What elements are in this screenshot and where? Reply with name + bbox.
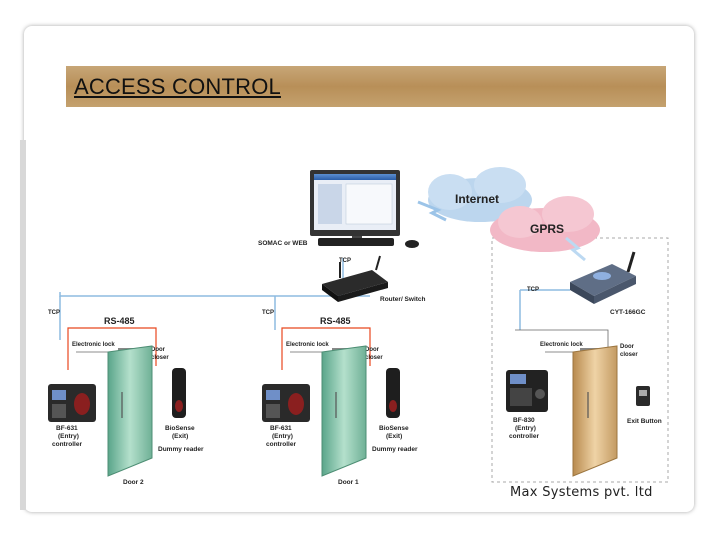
door-2 (107, 345, 153, 477)
rs485-label-door2: RS-485 (104, 316, 135, 326)
bf631-label: (Entry) (272, 433, 293, 440)
bf830-label: (Entry) (515, 425, 536, 432)
door2-label: Door 2 (123, 479, 144, 486)
tcp-label-door1: TCP (262, 310, 274, 316)
link-arrow-icon (417, 200, 447, 222)
rs485-line (67, 327, 157, 370)
biosense-label: Dummy reader (372, 446, 418, 453)
footer-company: Max Systems pvt. ltd (510, 485, 653, 500)
exit-button-label: Exit Button (627, 418, 662, 425)
bf631-label: BF-631 (56, 425, 78, 432)
rs485-line (281, 327, 371, 370)
cyt-label: CYT-166GC (610, 309, 646, 316)
bf830-controller (506, 370, 548, 412)
bf830-label: controller (509, 433, 539, 440)
tcp-label-door2: TCP (48, 310, 60, 316)
router-switch (322, 255, 388, 302)
elock-label-door2: Electronic lock (72, 342, 115, 348)
tcp-label-router: TCP (339, 258, 351, 264)
bf631-controller (48, 384, 96, 422)
rs485-label-door1: RS-485 (320, 316, 351, 326)
slide-title: ACCESS CONTROL (74, 74, 281, 99)
door-closer-label: Door (620, 344, 635, 350)
biosense-label: Dummy reader (158, 446, 204, 453)
link-arrow-icon (565, 236, 586, 262)
gprs-cloud (490, 196, 600, 252)
door-closer-label: closer (151, 355, 169, 361)
somac-label: SOMAC or WEB (258, 240, 308, 247)
bf631-label: controller (52, 441, 82, 448)
elock-label-gprs: Electronic lock (540, 342, 583, 348)
door1-label: Door 1 (338, 479, 359, 486)
elock-label-door1: Electronic lock (286, 342, 329, 348)
slide-edge-bar (20, 140, 26, 510)
bf830-label: BF-830 (513, 417, 535, 424)
door-closer-label: closer (620, 352, 638, 358)
computer-monitor (310, 170, 419, 248)
exit-button (636, 386, 650, 406)
tcp-label-gprs: TCP (527, 287, 539, 293)
biosense-reader (172, 368, 186, 418)
internet-label: Internet (455, 192, 499, 206)
router-label: Router/ Switch (380, 296, 426, 303)
door-gprs (572, 345, 618, 477)
biosense-label: BioSense (165, 425, 195, 432)
biosense-label: BioSense (379, 425, 409, 432)
title-band: ACCESS CONTROL (66, 66, 666, 107)
bf631-controller (262, 384, 310, 422)
gprs-label: GPRS (530, 222, 564, 236)
biosense-label: (Exit) (386, 433, 402, 440)
bf631-label: controller (266, 441, 296, 448)
door-closer-label: Door (151, 347, 166, 353)
door-1 (321, 345, 367, 477)
biosense-reader (386, 368, 400, 418)
door-closer-label: closer (365, 355, 383, 361)
bf631-label: (Entry) (58, 433, 79, 440)
cyt-166gc-module (570, 251, 636, 304)
biosense-label: (Exit) (172, 433, 188, 440)
bf631-label: BF-631 (270, 425, 292, 432)
door-closer-label: Door (365, 347, 380, 353)
